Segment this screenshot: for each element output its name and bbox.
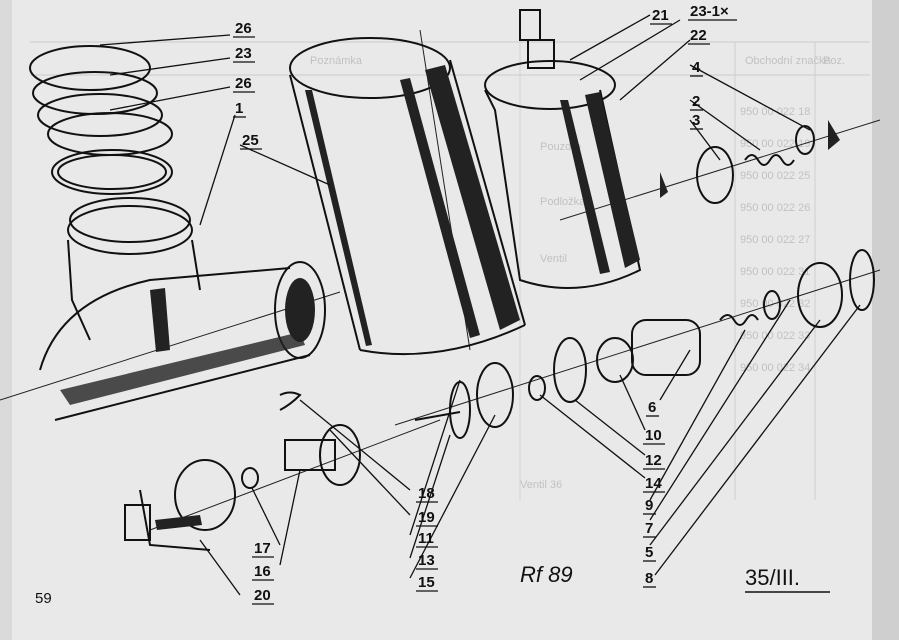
valve-middle-parts-5-14: [414, 249, 875, 439]
callout-c11: 11: [418, 530, 434, 547]
bleed-header-obchodni: Obchodní značka: [745, 55, 831, 67]
callout-c23: 23: [235, 45, 252, 62]
callout-c18: 18: [418, 485, 435, 502]
piston-assembly-part-21-22: [484, 9, 642, 289]
signature: Rf 89: [520, 562, 573, 587]
callout-c9: 9: [645, 497, 653, 514]
bleed-row: 950 00 022 25: [740, 170, 810, 182]
bleed-word-4: Ventil 36: [520, 479, 562, 491]
bleed-row: 950 00 022 34: [740, 362, 810, 374]
callout-c231: 23-1×: [690, 3, 729, 20]
callout-c6: 6: [648, 399, 656, 416]
bleed-header-poznamka: Poznámka: [310, 55, 363, 67]
bleed-row: 950 00 022 26: [740, 202, 810, 214]
callout-c10: 10: [645, 427, 662, 444]
callout-c8: 8: [645, 570, 653, 587]
page-number: 59: [35, 590, 52, 607]
callout-c3: 3: [692, 112, 700, 129]
callout-c12: 12: [645, 452, 662, 469]
page-edge-shadow: [872, 0, 899, 640]
callout-c22: 22: [690, 27, 707, 44]
callout-c7: 7: [645, 520, 653, 537]
callout-c16: 16: [254, 563, 271, 580]
callout-c20: 20: [254, 587, 271, 604]
callout-c13: 13: [418, 552, 435, 569]
bleed-row: 950 00 022 27: [740, 234, 810, 246]
cylinder-sleeve-part-25: [289, 37, 526, 356]
lower-valve-parts-16-20: [124, 391, 361, 551]
leader-lines: [99, 14, 861, 596]
callout-c4: 4: [692, 59, 701, 76]
plate-label: 35/III.: [745, 565, 800, 590]
bleed-header-poz: Poz.: [823, 55, 845, 67]
piston-rings: [29, 45, 173, 195]
bleed-word-2: Podložka: [540, 196, 586, 208]
bleed-row: 950 00 022 18: [740, 106, 810, 118]
callout-c25: 25: [242, 132, 259, 149]
valve-top-parts-2-3-4: [660, 120, 840, 204]
callout-c14: 14: [645, 475, 662, 492]
callout-c2: 2: [692, 93, 700, 110]
callout-c17: 17: [254, 540, 271, 557]
callout-c15: 15: [418, 574, 435, 591]
callout-c21: 21: [652, 7, 669, 24]
bleed-through-table: Poz. Poznámka Obchodní značka 950 00 022…: [30, 41, 870, 500]
cylinder-body-part-1: [39, 197, 326, 421]
bleed-word-3: Ventil: [540, 253, 567, 265]
bleed-row: 950 00 022 31: [740, 266, 810, 278]
callout-c26b: 26: [235, 75, 252, 92]
bleed-row: 950 00 022 33: [740, 330, 810, 342]
callout-c26a: 26: [235, 20, 252, 37]
callout-c1: 1: [235, 100, 243, 117]
callout-c19: 19: [418, 509, 435, 526]
callout-c5: 5: [645, 544, 653, 561]
